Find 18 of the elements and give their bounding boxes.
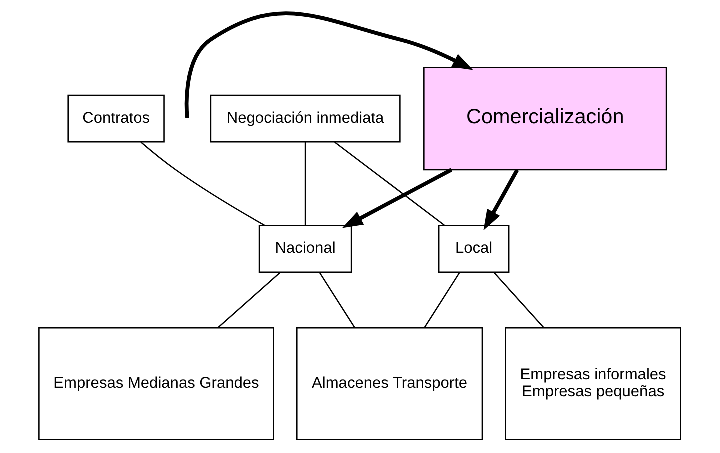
arrow [184, 12, 474, 118]
connector [424, 272, 460, 328]
node-box: Empresas informales Empresas pequeñas [505, 328, 682, 440]
node-box: Empresas Medianas Grandes [38, 328, 274, 440]
node-box: Local [438, 225, 510, 274]
connector [494, 272, 545, 329]
connector [218, 272, 282, 328]
connector [304, 142, 306, 226]
connector [319, 272, 356, 328]
node-box: Almacenes Transporte [296, 328, 484, 440]
node-box: Negociación inmediata [210, 94, 401, 143]
connector [334, 142, 445, 226]
arrow [484, 169, 520, 231]
node-box: Nacional [258, 225, 352, 274]
node-box: Comercialización [424, 66, 668, 171]
connector [140, 142, 266, 226]
node-box: Contratos [68, 94, 165, 143]
arrow [342, 168, 453, 228]
